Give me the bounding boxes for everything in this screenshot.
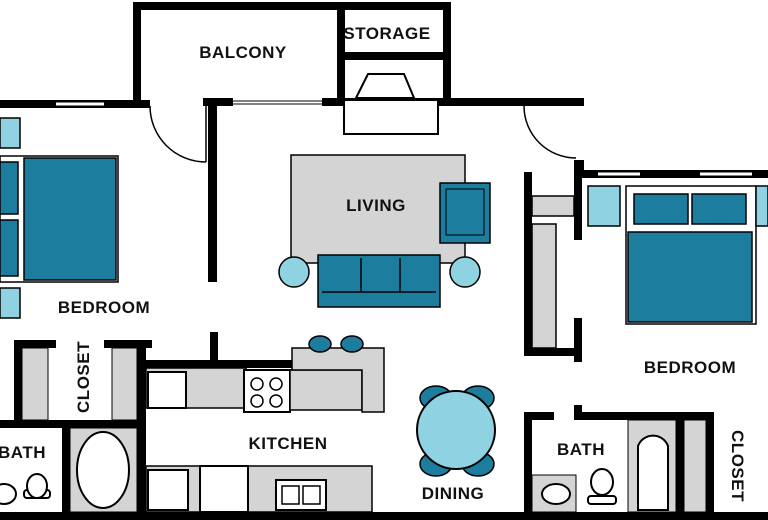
label-balcony: BALCONY — [199, 43, 287, 62]
wall-balcony-left — [133, 2, 141, 106]
sofa — [317, 254, 441, 308]
bathtub-right-basin — [637, 434, 669, 511]
wall-bath-right-left — [524, 412, 532, 520]
kitchen-bar-counter — [291, 347, 385, 413]
bar-stool-1 — [308, 335, 332, 353]
wall-living-top-right — [322, 98, 584, 106]
living-furniture — [278, 154, 491, 308]
wall-closet-left-left — [14, 340, 22, 424]
dishwasher — [147, 469, 189, 511]
burner-2 — [269, 377, 283, 391]
nightstand-left-bottom — [0, 287, 21, 319]
room-labels: BALCONY STORAGE LIVING BEDROOM BEDROOM K… — [0, 24, 747, 503]
closet-left-shelf-a — [21, 347, 49, 421]
label-living: LIVING — [346, 196, 406, 215]
wall-balcony-top — [133, 2, 451, 10]
label-dining: DINING — [422, 484, 485, 503]
closet-left-shelf-b — [111, 347, 138, 421]
dining-table — [416, 390, 496, 470]
nightstand-left-top — [0, 117, 21, 149]
label-kitchen: KITCHEN — [248, 434, 327, 453]
wall-closet-left-top-b — [104, 340, 152, 348]
wall-storage-bottom — [337, 52, 451, 60]
bath-left-fixtures — [0, 427, 138, 513]
label-bedroom-left: BEDROOM — [58, 298, 150, 317]
bed-right-blanket — [627, 231, 753, 323]
wall-partition-bedroom-left — [208, 98, 217, 282]
wall-bath-right-top-b — [574, 412, 714, 420]
label-bath-right: BATH — [557, 440, 605, 459]
bed-left-blanket — [23, 157, 117, 281]
wall-bedroom-right-left-upper — [574, 170, 582, 240]
kitchen-cabinet — [199, 465, 249, 513]
nightstand-right — [587, 185, 621, 227]
end-table-left — [278, 256, 310, 288]
doors — [56, 100, 752, 176]
label-closet-left: CLOSET — [74, 341, 93, 413]
wall-bottom — [0, 512, 768, 520]
fridge — [147, 371, 187, 409]
wall-bath-right-top-a — [524, 412, 554, 420]
burner-1 — [250, 377, 264, 391]
label-storage: STORAGE — [343, 24, 430, 43]
kitchen-fixtures — [145, 335, 385, 513]
burner-4 — [269, 394, 283, 408]
bath-right-fixtures — [531, 419, 707, 513]
bed-right-pillow-left — [633, 193, 689, 225]
wall-storage-lower-left — [337, 52, 345, 104]
sink-basin-left — [281, 485, 300, 505]
bath-left-tub-basin — [76, 431, 130, 509]
wall-closet-right-outer — [524, 172, 532, 356]
end-table-right — [449, 256, 481, 288]
wall-bath-left-top — [0, 420, 145, 428]
armchair — [439, 182, 491, 244]
closet-right-shelf — [531, 223, 557, 349]
door-balcony-swing — [149, 105, 207, 163]
wall-living-top-left — [203, 98, 233, 106]
wall-closet-right-left — [676, 412, 684, 520]
sink-right — [541, 483, 571, 505]
wall-kitchen-left — [137, 340, 146, 520]
label-closet-right: CLOSET — [728, 430, 747, 502]
bed-left-pillow-bottom — [0, 219, 19, 277]
wall-bedroom-right-left-lower — [574, 318, 582, 362]
dining-furniture — [416, 385, 496, 477]
sink-left — [0, 483, 17, 505]
fireplace — [343, 73, 439, 135]
toilet-right-bowl — [590, 468, 614, 496]
closet-right-bottom-shelf — [683, 419, 707, 513]
bar-stool-2 — [340, 335, 364, 353]
living-rug — [290, 154, 466, 264]
door-entry-swing — [523, 105, 577, 159]
bedroom-left-furniture — [0, 117, 119, 319]
wall-kitchen-stub — [210, 332, 218, 366]
label-bath-left: BATH — [0, 443, 46, 462]
wall-closet-right-bottom — [524, 348, 582, 356]
wall-top-bedroom-right — [574, 170, 768, 178]
burner-3 — [250, 394, 264, 408]
label-bedroom-right: BEDROOM — [644, 358, 736, 377]
armchair-cushion — [445, 188, 485, 236]
toilet-right-tank — [587, 495, 617, 505]
nightstand-right-far — [755, 185, 768, 227]
bed-right-pillow-right — [691, 193, 747, 225]
sink-basin-right — [302, 485, 321, 505]
closet-right-shelf-top — [531, 195, 575, 217]
wall-storage-left — [337, 2, 345, 60]
toilet-left-bowl — [26, 473, 48, 499]
wall-closet-right-inner — [706, 412, 714, 520]
fireplace-hearth — [343, 99, 439, 135]
wall-closet-left-top-a — [14, 340, 56, 348]
wall-bath-left-divider — [62, 428, 70, 520]
kitchen-counter-mid — [289, 369, 363, 411]
stove — [243, 369, 291, 413]
fireplace-hood — [354, 73, 416, 99]
wall-entry-stub — [574, 160, 584, 170]
bed-left-pillow-top — [0, 161, 19, 215]
bedroom-right-furniture — [531, 185, 768, 349]
